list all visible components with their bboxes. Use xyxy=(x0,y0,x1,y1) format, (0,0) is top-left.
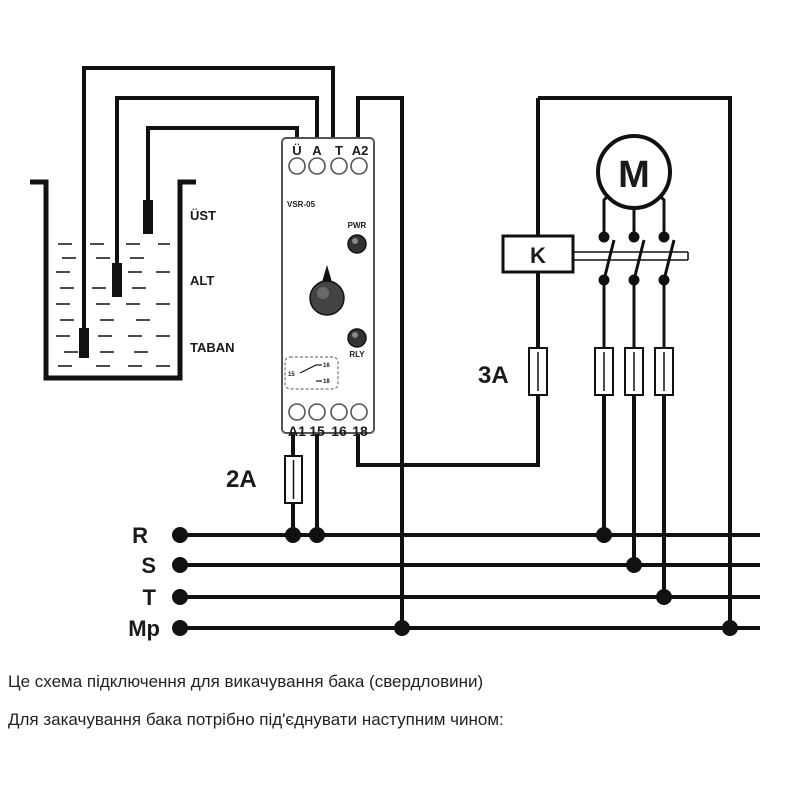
adjust-knob-icon xyxy=(309,265,345,316)
contactor-contacts xyxy=(598,212,676,348)
line-label-r: R xyxy=(132,523,148,548)
tank-label-ust: ÜST xyxy=(190,208,216,223)
terminal-a2: A2 xyxy=(352,143,369,158)
probe-taban xyxy=(79,328,89,358)
rly-led xyxy=(347,328,367,348)
wiring-diagram: R S T Mp xyxy=(30,66,760,641)
pwr-led xyxy=(347,234,367,254)
fuse-control xyxy=(284,455,303,504)
motor-icon xyxy=(596,134,672,212)
contact-label-15: 15 xyxy=(288,372,295,378)
caption-pumping-out: Це схема підключення для викачування бак… xyxy=(8,672,484,691)
terminal-15: 15 xyxy=(309,423,325,439)
caption-pumping-in: Для закачування бака потрібно під'єднува… xyxy=(8,710,504,729)
fuse-control-label: 2A xyxy=(226,466,257,493)
probe-ust xyxy=(143,200,153,234)
rly-label: RLY xyxy=(349,350,365,359)
line-label-t: T xyxy=(143,585,157,610)
pwr-label: PWR xyxy=(348,221,367,230)
line-label-s: S xyxy=(141,553,156,578)
fuse-contactor-label: 3A xyxy=(478,362,509,389)
tank-label-alt: ALT xyxy=(190,273,214,288)
motor-fuses xyxy=(594,347,674,597)
terminal-a: A xyxy=(312,143,322,158)
tank-label-taban: TABAN xyxy=(190,340,235,355)
fuse-contactor xyxy=(528,347,548,396)
wires xyxy=(82,66,732,628)
relay-module xyxy=(281,137,375,434)
tank xyxy=(30,179,196,381)
terminal-18: 18 xyxy=(352,423,368,439)
motor-label: M xyxy=(618,154,650,196)
contact-label-18: 18 xyxy=(323,379,330,385)
terminal-a1: A1 xyxy=(288,423,306,439)
power-bus xyxy=(172,527,760,636)
contactor-label: K xyxy=(530,243,546,268)
terminal-u: Ü xyxy=(292,143,301,158)
contact-label-16: 16 xyxy=(323,363,330,369)
line-label-mp: Mp xyxy=(128,616,160,641)
contactor-coil xyxy=(501,234,575,274)
probe-alt xyxy=(112,263,122,297)
contact-diagram xyxy=(284,356,339,390)
terminal-16: 16 xyxy=(331,423,347,439)
terminal-t: T xyxy=(335,143,343,158)
relay-model: VSR-05 xyxy=(287,200,316,209)
